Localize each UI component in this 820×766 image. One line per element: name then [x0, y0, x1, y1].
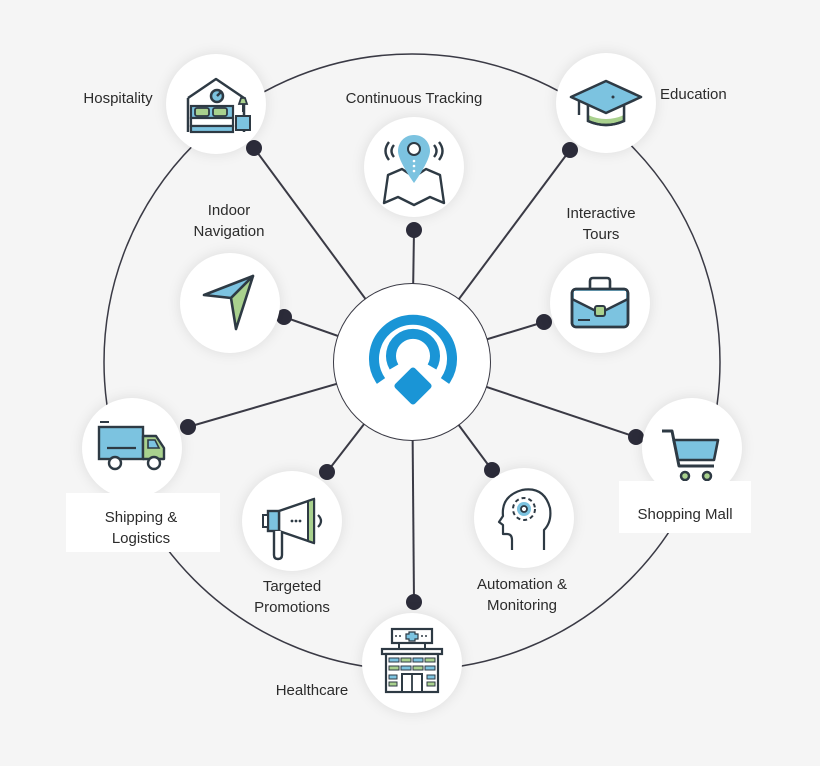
node-education[interactable]: [556, 53, 656, 153]
label-line: Monitoring: [486, 597, 558, 614]
label-line: Interactive: [566, 205, 636, 222]
label-line: Indoor: [207, 202, 251, 219]
connector-dot: [562, 142, 578, 158]
connector-dot: [406, 594, 422, 610]
label-hospitality: Hospitality: [83, 90, 153, 107]
label-targeted-promotions: Targeted Promotions: [236, 576, 348, 618]
label-line: Tours: [582, 226, 620, 243]
connector-dot: [536, 314, 552, 330]
head-gear-icon: [497, 488, 552, 550]
label-shipping-logistics: Shipping & Logistics: [66, 507, 216, 549]
connector-dot: [628, 429, 644, 445]
graduation-cap-icon: [569, 79, 643, 127]
node-targeted-promotions[interactable]: [242, 471, 342, 571]
label-shopping-mall: Shopping Mall: [637, 506, 733, 523]
briefcase-icon: [570, 276, 630, 329]
node-continuous-tracking[interactable]: [364, 117, 464, 217]
label-education: Education: [660, 86, 727, 103]
delivery-truck-icon: [97, 421, 166, 471]
hotel-bed-icon: [186, 77, 251, 134]
label-indoor-navigation: Indoor Navigation: [178, 200, 280, 242]
connector-dot: [319, 464, 335, 480]
label-automation-monitoring: Automation & Monitoring: [462, 574, 582, 616]
label-line: Navigation: [193, 223, 265, 240]
node-automation-monitoring[interactable]: [474, 468, 574, 568]
connector-dot: [276, 309, 292, 325]
connector-dot: [246, 140, 262, 156]
label-line: Automation &: [476, 576, 568, 593]
label-box-shipping-logistics: [66, 493, 220, 552]
node-hospitality[interactable]: [166, 54, 266, 154]
label-continuous-tracking: Continuous Tracking: [345, 90, 483, 107]
label-line: Targeted: [262, 578, 322, 595]
connector-dot: [406, 222, 422, 238]
node-shipping-logistics[interactable]: [82, 398, 182, 498]
central-hub: [333, 283, 491, 441]
label-line: Shipping &: [104, 509, 178, 526]
hospital-building-icon: [380, 627, 444, 694]
label-line: Promotions: [254, 599, 330, 616]
connector-dot: [180, 419, 196, 435]
label-line: Logistics: [111, 530, 171, 547]
navigation-arrow-icon: [202, 274, 255, 331]
node-indoor-navigation[interactable]: [180, 253, 280, 353]
label-box-shopping-mall: [619, 481, 751, 533]
megaphone-icon: [262, 497, 323, 561]
node-interactive-tours[interactable]: [550, 253, 650, 353]
shopping-cart-icon: [662, 429, 720, 482]
beacon-signal-icon: [369, 314, 457, 405]
label-healthcare: Healthcare: [275, 682, 349, 699]
connector-dot: [484, 462, 500, 478]
node-healthcare[interactable]: [362, 613, 462, 713]
map-pin-signal-icon: [382, 135, 446, 207]
label-interactive-tours: Interactive Tours: [548, 203, 654, 245]
